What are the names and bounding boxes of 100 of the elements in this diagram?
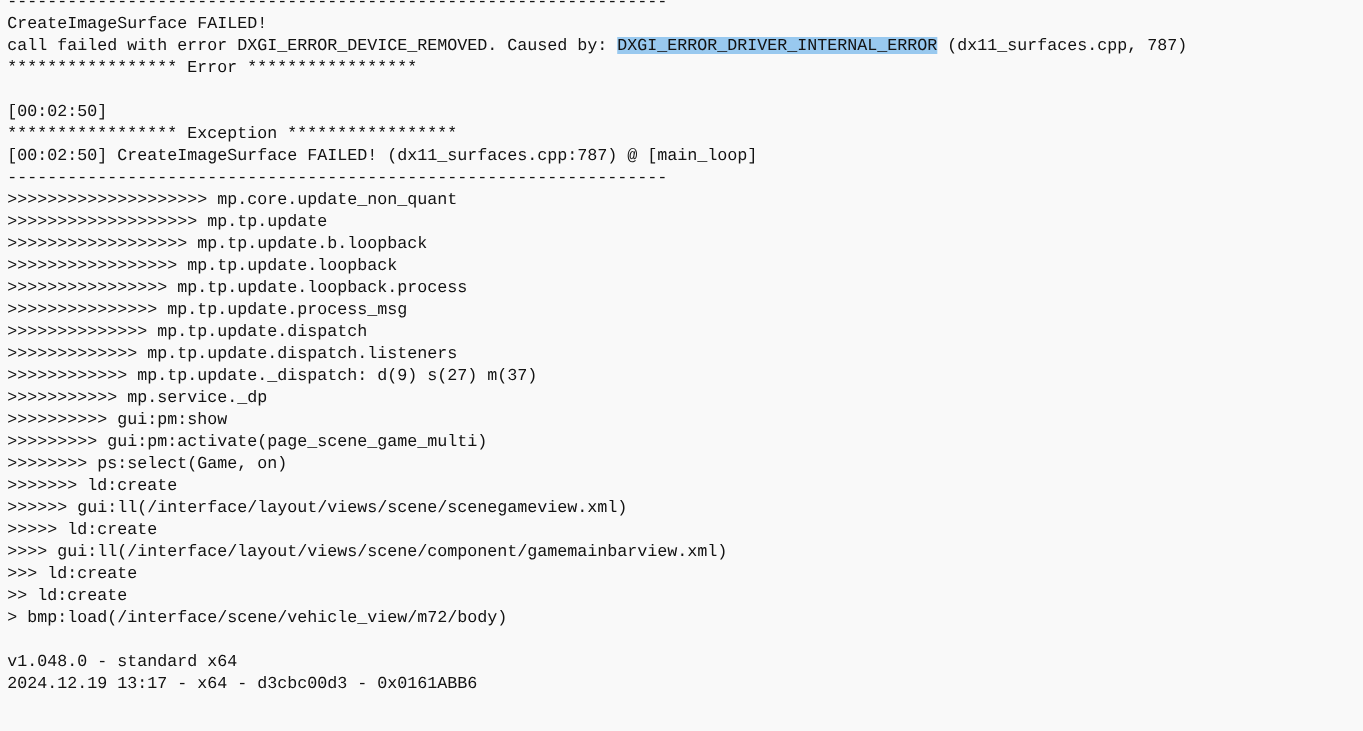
log-line: *	[269, 59, 276, 66]
log-line: *	[279, 59, 286, 66]
log-line: *	[349, 59, 356, 66]
log-line: *	[109, 59, 116, 66]
log-line: *	[339, 59, 346, 66]
log-line: *	[59, 59, 66, 66]
log-line: *	[259, 59, 266, 66]
log-line: [00:02:50]	[10, 103, 104, 120]
log-line: *	[389, 59, 396, 66]
log-line: >>>> gui:ll(/interface/layout/views/scene/component/gamemainbarview.xml)	[8, 543, 725, 560]
log-line: call failed with error DXGI_ERROR_DEVICE_REMOVED. Caused by:	[8, 37, 604, 54]
log-line: *	[49, 125, 56, 132]
log-line: *	[129, 59, 136, 66]
log-line: *	[129, 125, 136, 132]
log-line: *	[359, 125, 366, 132]
log-line: *	[329, 125, 336, 132]
log-line: *	[119, 125, 126, 132]
log-line: >>> ld:create	[8, 565, 137, 579]
log-line: *	[149, 125, 156, 132]
log-line: *	[289, 125, 296, 132]
log-line: *	[349, 125, 356, 132]
log-line: *	[309, 59, 316, 66]
log-line: *	[319, 125, 326, 132]
log-line: >>>>>>>>>>>>>>> mp.tp.update.process_msg	[8, 301, 406, 318]
log-line: v1.048.0 - standard x64	[7, 653, 237, 667]
log-line: *	[39, 125, 46, 132]
log-line: [00:02:50] CreateImageSurface FAILED! (dx11_surfaces.cpp:787) @ [main_loop]	[10, 147, 754, 164]
log-line: *	[119, 59, 126, 66]
log-line: *	[379, 59, 386, 66]
log-line: *	[39, 59, 46, 66]
log-line: >> ld:create	[8, 587, 127, 601]
log-line: *	[59, 125, 66, 132]
selected-text: DXGI_ERROR_DRIVER_INTERNAL_ERROR	[617, 37, 938, 54]
log-line: 2024.12.19 13:17 - x64 - d3cbc00d3 - 0x0161ABB6	[8, 675, 477, 689]
log-line: >>>>>>>>>>>>>>>> mp.tp.update.loopback.process	[8, 279, 466, 296]
log-line: *	[9, 59, 16, 66]
log-line: >>>>>>>>>>> mp.service._dp	[8, 389, 267, 406]
log-line: *	[409, 59, 416, 66]
log-line: >>>>>>>>>>>>>> mp.tp.update.dispatch	[8, 323, 366, 340]
log-line: Error	[188, 61, 236, 73]
log-line: *	[29, 59, 36, 66]
log-line: *	[449, 125, 456, 132]
log-line: >>>>>>>>>>>>>>>>>> mp.tp.update.b.loopback	[8, 235, 427, 252]
log-line: *	[299, 125, 306, 132]
log-line: *	[89, 59, 96, 66]
log-line: Exception	[188, 125, 276, 142]
log-line: (dx11_surfaces.cpp, 787)	[950, 37, 1185, 54]
log-line: >>>>>>>>> gui:pm:activate(page_scene_game_multi)	[8, 433, 485, 450]
log-line: *	[369, 125, 376, 132]
log-line: *	[79, 59, 86, 66]
log-line: *	[359, 59, 366, 66]
log-line: >>>>>>>>>>>>>>>>> mp.tp.update.loopback	[8, 257, 397, 274]
log-line: >>>>>>>>>>>>> mp.tp.update.dispatch.listeners	[8, 345, 456, 362]
log-line: *	[29, 125, 36, 132]
log-line: *	[9, 125, 16, 132]
log-line: *	[19, 125, 26, 132]
log-line: >>>>> ld:create	[8, 521, 157, 535]
log-line: *	[379, 125, 386, 132]
log-line: *	[149, 59, 156, 66]
log-line: *	[339, 125, 346, 132]
log-line: *	[89, 125, 96, 132]
log-line: *	[289, 59, 296, 66]
log-line: *	[439, 125, 446, 132]
log-line: CreateImageSurface FAILED!	[8, 15, 264, 32]
log-line: *	[159, 125, 166, 132]
log-line: *	[109, 125, 116, 132]
log-line: *	[409, 125, 416, 132]
log-line: *	[169, 125, 176, 132]
log-line: >>>>>>>>>>>>>>>>>>>> mp.core.update_non_quant	[8, 191, 456, 208]
log-line: *	[49, 59, 56, 66]
log-line: *	[69, 125, 76, 132]
log-line: ------------------------------------------------------------------	[9, 0, 665, 3]
log-line: *	[139, 59, 146, 66]
log-line: >>>>>>>>>>>>>>>>>>> mp.tp.update	[8, 213, 327, 230]
log-line: *	[389, 125, 396, 132]
log-line: *	[309, 125, 316, 132]
log-line: >>>>>>> ld:create	[8, 477, 177, 491]
log-line: *	[249, 59, 256, 66]
log-line: >>>>>>>>>> gui:pm:show	[8, 411, 228, 428]
log-line: *	[329, 59, 336, 66]
log-line: >>>>>> gui:ll(/interface/layout/views/scene/scenegameview.xml)	[8, 499, 625, 516]
log-line: ------------------------------------------------------------------	[9, 176, 665, 179]
log-line: > bmp:load(/interface/scene/vehicle_view/m72/body)	[8, 609, 505, 626]
log-line: >>>>>>>> ps:select(Game, on)	[8, 455, 285, 472]
log-line: *	[99, 125, 106, 132]
log-line: *	[399, 125, 406, 132]
log-line: *	[429, 125, 436, 132]
log-line: *	[69, 59, 76, 66]
log-line: >>>>>>>>>>>> mp.tp.update._dispatch: d(9) s(27) m(37)	[8, 367, 535, 384]
log-line: *	[369, 59, 376, 66]
log-line: *	[79, 125, 86, 132]
log-line: *	[169, 59, 176, 66]
log-line: *	[419, 125, 426, 132]
log-line: *	[159, 59, 166, 66]
log-line: *	[299, 59, 306, 66]
log-line: *	[319, 59, 326, 66]
log-line: *	[99, 59, 106, 66]
log-line: *	[139, 125, 146, 132]
log-line: *	[399, 59, 406, 66]
log-line: *	[19, 59, 26, 66]
